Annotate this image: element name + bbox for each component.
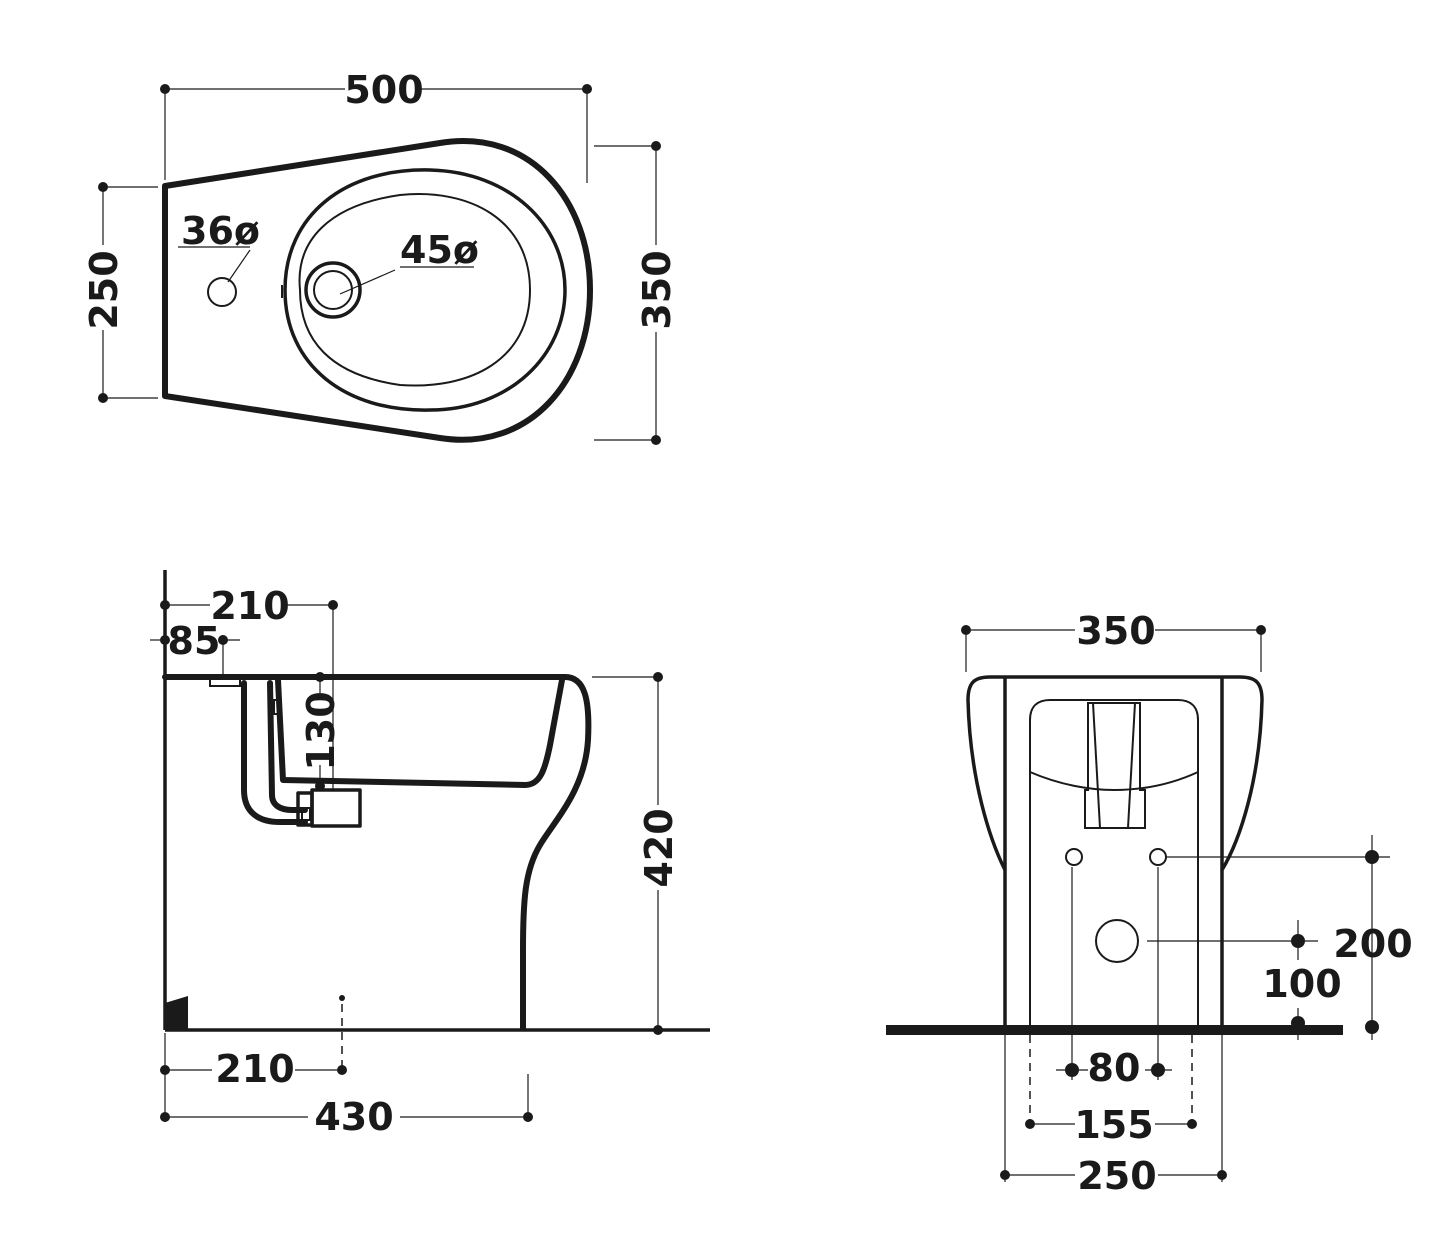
drain-hole-inner (313, 270, 353, 310)
side-tap-fitting (209, 677, 241, 687)
side-bowl-interior (275, 677, 565, 788)
dim-depth-label: 430 (314, 1095, 393, 1139)
tap-hole (207, 277, 237, 307)
dim-width-label: 350 (635, 250, 679, 329)
front-bowl-curve (1029, 771, 1199, 792)
side-view: 210 85 130 420 210 430 (150, 570, 710, 1139)
dim-drain-offset-label: 210 (210, 584, 289, 628)
front-outer-shell (966, 675, 1264, 1025)
dim-drain-depth-label: 130 (299, 691, 343, 770)
front-drain-hole (1095, 919, 1139, 963)
dim-tap-hole-label: 36ø (181, 209, 260, 253)
top-view-outline (162, 138, 593, 443)
dim-drain-height-label: 100 (1262, 962, 1341, 1006)
front-floor (886, 1025, 1343, 1035)
side-pipe-clip (301, 807, 311, 821)
fixing-hole-left (1065, 848, 1083, 866)
top-view: 500 250 350 36ø 45ø (82, 68, 679, 445)
side-body-outline (162, 674, 592, 1031)
front-tap-mount (1084, 702, 1146, 829)
tap-hole-leader (227, 249, 251, 283)
side-drain-trap (310, 788, 362, 828)
top-view-bowl-outer (283, 168, 567, 412)
dim-top-width-label: 350 (1076, 609, 1155, 653)
front-back-panel (1029, 699, 1199, 1025)
dim-tap-side-label: 250 (82, 250, 126, 329)
wall-seal (165, 996, 188, 1030)
dim-fixing-height-label: 200 (1333, 922, 1412, 966)
side-pipe-clip (273, 699, 282, 715)
top-view-bowl-inner (298, 193, 532, 387)
dim-fixing-offset-label: 210 (215, 1047, 294, 1091)
drain-hole-outer (304, 261, 362, 319)
drain-leader (339, 269, 396, 295)
dim-length-label: 500 (344, 68, 423, 112)
front-tap-line (1127, 702, 1136, 829)
front-view: 350 200 100 80 155 250 (886, 609, 1413, 1198)
dim-base-width-label: 250 (1077, 1154, 1156, 1198)
side-drain-pipe (241, 680, 308, 825)
dim-height-label: 420 (637, 808, 681, 887)
side-drain-pipe-inner (267, 680, 308, 813)
side-drain-connector (296, 791, 314, 827)
dim-inner-base-label: 155 (1074, 1103, 1153, 1147)
front-tap-line (1092, 702, 1101, 829)
fixing-hole-right (1149, 848, 1167, 866)
dim-fixing-spacing-label: 80 (1088, 1046, 1141, 1090)
dim-tap-offset-label: 85 (168, 619, 221, 663)
dim-drain-label: 45ø (400, 228, 479, 272)
